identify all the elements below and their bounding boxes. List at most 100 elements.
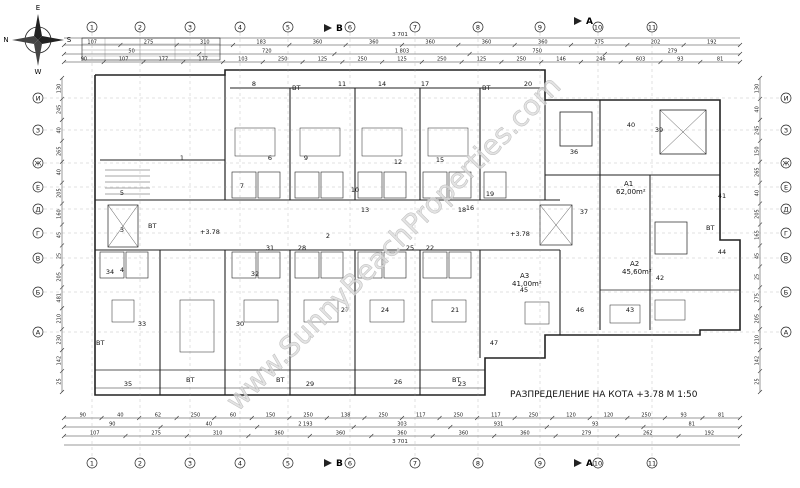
dim-right-value: 210 (755, 335, 761, 345)
dim-bottom-row3-value: 107 (90, 431, 100, 437)
room-number-9: 9 (304, 154, 308, 162)
dim-right-value: 45 (755, 253, 761, 259)
room-number-41: 41 (718, 192, 726, 200)
axis-bottom-11: 11 (646, 457, 658, 469)
room-number-35: 35 (124, 380, 132, 388)
dim-bottom-row1-value: 250 (529, 413, 539, 419)
room-number-24: 24 (381, 306, 389, 314)
axis-bottom-5: 5 (282, 457, 294, 469)
axis-bottom-2: 2 (134, 457, 146, 469)
axis-top-9: 9 (534, 21, 546, 33)
dim-left-value: 40 (57, 169, 63, 175)
room-number-11: 11 (338, 80, 346, 88)
axis-top-4-label: 4 (238, 24, 242, 32)
dim-right-value: 25 (755, 274, 761, 280)
dim-top-row3-value: 250 (517, 57, 527, 63)
axis-left-7: Б (32, 286, 44, 298)
section-mark-a-bottom: A (586, 459, 593, 469)
dim-right-value: 130 (755, 84, 761, 94)
axis-bottom-10-label: 10 (594, 460, 602, 468)
axis-right-2-label: Ж (782, 160, 789, 168)
axis-right-8-label: А (784, 329, 789, 337)
room-number-47: 47 (490, 339, 498, 347)
room-number-22: 22 (426, 244, 434, 252)
dim-left-value: 45 (57, 232, 63, 238)
dim-bottom-row1-value: 93 (680, 413, 686, 419)
dim-bottom-row2-value: 2 193 (298, 422, 312, 428)
axis-bottom-4-label: 4 (238, 460, 242, 468)
room-number-7: 7 (240, 182, 244, 190)
dim-top-row1-value: 107 (87, 40, 97, 46)
dim-top-row3-value: 125 (397, 57, 407, 63)
drawing-title: РАЗПРЕДЕЛЕНИЕ НА КОТА +3.78 М 1:50 (510, 390, 698, 400)
dim-top-row1-value: 360 (538, 40, 548, 46)
dim-top-row1-value: 202 (651, 40, 661, 46)
dim-bottom-row1-value: 250 (454, 413, 464, 419)
dim-top-row3-value: 250 (357, 57, 367, 63)
apartment-a2-area: 45,60m² (622, 268, 652, 276)
axis-bottom-9-label: 9 (538, 460, 542, 468)
axis-top-2-label: 2 (138, 24, 142, 32)
axis-top-10-label: 10 (594, 24, 602, 32)
axis-right-0-label: И (784, 95, 789, 103)
section-markers: B A B A (324, 17, 593, 469)
room-number-12: 12 (394, 158, 402, 166)
dim-bottom-row3-value: 192 (704, 431, 714, 437)
axis-bottom-7: 7 (409, 457, 421, 469)
section-mark-b-top: B (336, 24, 343, 34)
dim-bottom-row1-value: 250 (303, 413, 313, 419)
axis-left-1-label: З (36, 127, 40, 135)
room-number-42: 42 (656, 274, 664, 282)
room-number-31: 31 (266, 244, 274, 252)
dim-left-value: 245 (57, 105, 63, 115)
axis-right-3: Е (780, 181, 792, 193)
dim-top-row3-value: 125 (477, 57, 487, 63)
room-number-18: 18 (458, 206, 466, 214)
room-number-34: 34 (106, 268, 114, 276)
axis-left-0-label: И (36, 95, 41, 103)
dim-bottom-row1-value: 62 (155, 413, 161, 419)
dim-top-row1-value: 275 (144, 40, 154, 46)
room-number-10: 10 (351, 186, 359, 194)
axis-bottom-3-label: 3 (188, 460, 192, 468)
axis-right-5-label: Г (784, 230, 788, 238)
dim-bottom-row1-value: 81 (718, 413, 724, 419)
axis-bottom-3: 3 (184, 457, 196, 469)
level-mark-left: +3.78 (200, 228, 220, 236)
dim-bottom-row2-value: 93 (592, 422, 598, 428)
dim-left-value: 230 (57, 335, 63, 345)
compass-label-s: S (67, 36, 72, 44)
axis-left-6-label: В (36, 255, 40, 263)
bt-label-3: BT (148, 222, 156, 230)
axis-bottom-1: 1 (86, 457, 98, 469)
dim-left-value: 265 (57, 146, 63, 156)
dim-right-value: 275 (755, 293, 761, 303)
dim-right-value: 150 (755, 146, 761, 156)
room-number-30: 30 (236, 320, 244, 328)
axis-bottom-11-label: 11 (648, 460, 656, 468)
axis-top-3-label: 3 (188, 24, 192, 32)
building-plan (44, 33, 780, 458)
dim-top-row1-value: 275 (594, 40, 604, 46)
level-mark-right: +3.78 (510, 230, 530, 238)
dim-bottom-row1-value: 120 (566, 413, 576, 419)
dim-top-row3-value: 246 (596, 57, 606, 63)
room-number-28: 28 (298, 244, 306, 252)
dim-top-row1-value: 360 (369, 40, 379, 46)
overall-dimension-bottom-value: 3 701 (392, 439, 408, 445)
dim-top-row3-value: 81 (717, 57, 723, 63)
room-number-39: 39 (655, 126, 663, 134)
apartment-a3-id: A3 (520, 272, 529, 280)
axis-left-6: В (32, 252, 44, 264)
room-number-23: 23 (458, 380, 466, 388)
axis-left-8-label: А (36, 329, 41, 337)
bt-label-7: BT (276, 376, 284, 384)
dim-left-value: 205 (57, 272, 63, 282)
